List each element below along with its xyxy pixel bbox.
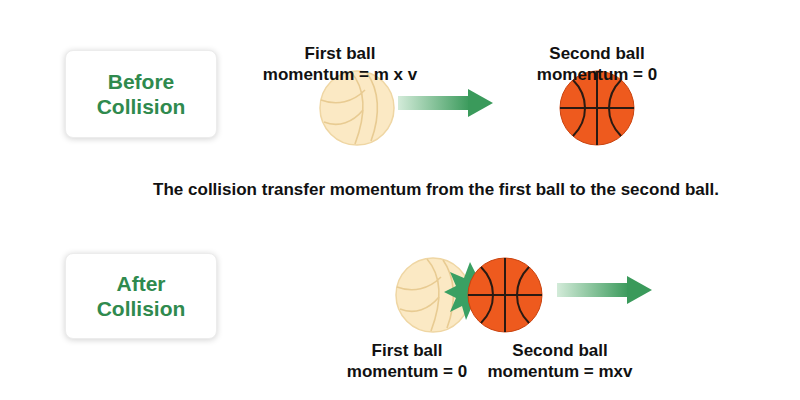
- momentum-value: momentum = 0: [537, 65, 657, 85]
- momentum-value: momentum = 0: [347, 362, 467, 382]
- stage-box: After Collision: [65, 253, 217, 339]
- stage-title: Before Collision: [81, 69, 201, 119]
- stage-title: After Collision: [81, 271, 201, 321]
- explanation-note: The collision transfer momentum from the…: [153, 180, 719, 200]
- motion-arrow: [557, 276, 652, 304]
- ball-label: First ball: [372, 341, 443, 361]
- basketball: [468, 258, 542, 332]
- momentum-value: momentum = m x v: [263, 65, 417, 85]
- stage-box: Before Collision: [65, 50, 217, 138]
- ball-label: Second ball: [512, 341, 607, 361]
- ball-label: First ball: [305, 44, 376, 64]
- momentum-value: momentum = mxv: [487, 362, 632, 382]
- ball-label: Second ball: [549, 44, 644, 64]
- motion-arrow: [398, 89, 493, 117]
